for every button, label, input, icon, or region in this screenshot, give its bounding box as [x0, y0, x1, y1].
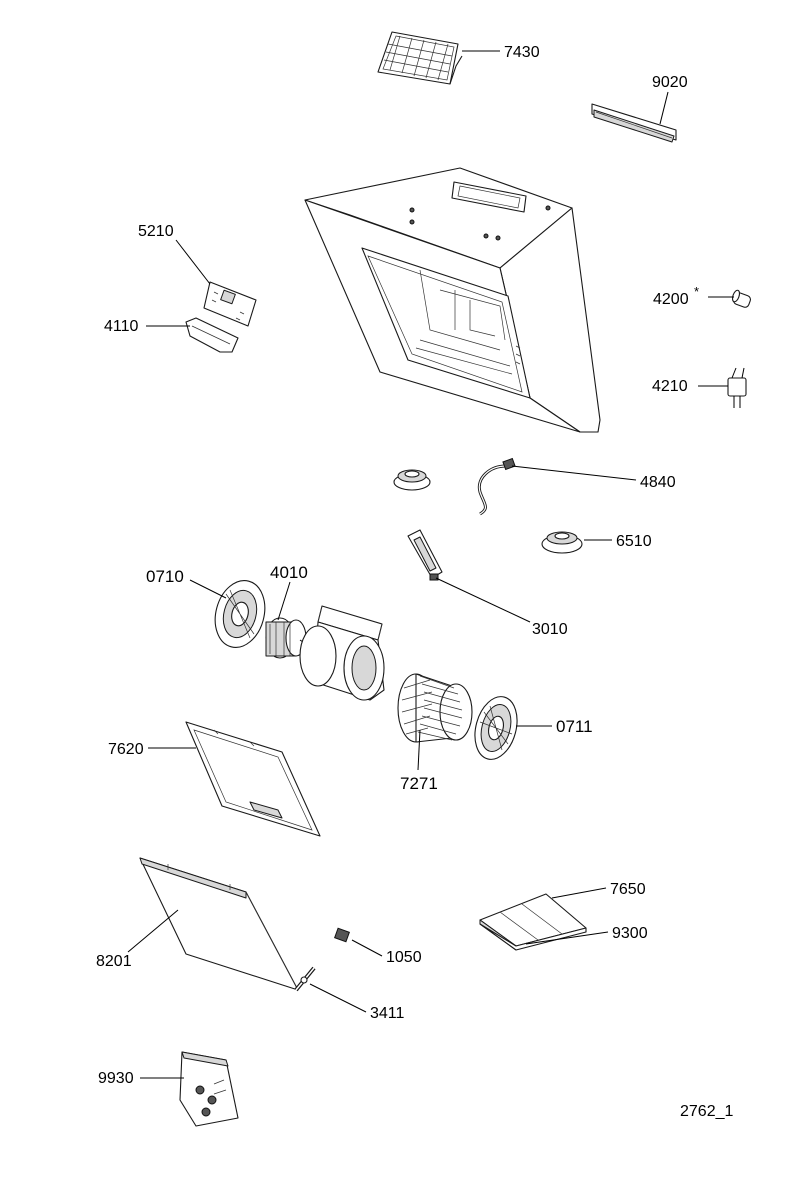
part-9930-drawing	[179, 1051, 239, 1127]
leader-7271	[417, 729, 421, 771]
label-8201[interactable]: 8201	[96, 953, 132, 970]
part-0710-drawing	[214, 580, 266, 648]
label-4210[interactable]: 4210	[652, 378, 688, 395]
leader-0710	[189, 579, 227, 599]
part-8201-drawing	[139, 857, 299, 991]
label-4110[interactable]: 4110	[104, 318, 139, 335]
part-4840-drawing	[477, 457, 516, 516]
light-cover-left-drawing	[393, 469, 431, 491]
part-0711-drawing	[474, 696, 518, 760]
leader-3411	[309, 983, 367, 1013]
part-3010-drawing	[407, 529, 443, 581]
label-5210[interactable]: 5210	[138, 223, 174, 240]
part-1050-drawing	[334, 927, 350, 943]
label-7430[interactable]: 7430	[504, 44, 540, 61]
label-9930[interactable]: 9930	[98, 1070, 134, 1087]
label-4840[interactable]: 4840	[640, 474, 676, 491]
part-7650-9300-drawing	[479, 893, 587, 951]
part-4210-drawing	[727, 367, 747, 408]
part-6510-drawing	[541, 531, 583, 554]
label-6510[interactable]: 6510	[616, 533, 652, 550]
label-7620[interactable]: 7620	[108, 741, 144, 758]
label-9020[interactable]: 9020	[652, 74, 688, 91]
part-7271-drawing	[397, 673, 473, 743]
leader-8201	[127, 909, 179, 953]
leader-3010	[435, 577, 531, 623]
part-9020-drawing	[591, 103, 677, 143]
part-4110-drawing	[185, 317, 239, 353]
label-0711[interactable]: 0711	[556, 717, 593, 736]
label-7650[interactable]: 7650	[610, 881, 646, 898]
label-7271[interactable]: 7271	[400, 774, 438, 793]
part-3411-drawing	[294, 966, 316, 992]
part-7430-drawing	[377, 31, 463, 85]
leader-7650	[551, 887, 607, 899]
label-3010[interactable]: 3010	[532, 621, 568, 638]
drawing-code: 2762_1	[680, 1103, 733, 1120]
leader-4010	[277, 581, 291, 621]
label-4200[interactable]: 4200	[653, 291, 689, 308]
part-4200-drawing	[731, 289, 751, 308]
part-5210-drawing	[203, 281, 257, 327]
label-4200-mark: *	[694, 284, 699, 299]
label-9300[interactable]: 9300	[612, 925, 648, 942]
hood-body-drawing	[304, 167, 601, 433]
leader-5210	[175, 239, 211, 285]
leader-9020	[659, 91, 669, 125]
label-0710[interactable]: 0710	[146, 567, 184, 586]
leader-1050	[351, 939, 383, 957]
leader-9300	[525, 931, 609, 945]
label-3411[interactable]: 3411	[370, 1005, 405, 1022]
fan-housing-drawing	[299, 605, 385, 701]
part-7620-drawing	[185, 721, 321, 837]
label-1050[interactable]: 1050	[386, 949, 422, 966]
leader-4840	[511, 465, 637, 481]
label-4010[interactable]: 4010	[270, 563, 308, 582]
